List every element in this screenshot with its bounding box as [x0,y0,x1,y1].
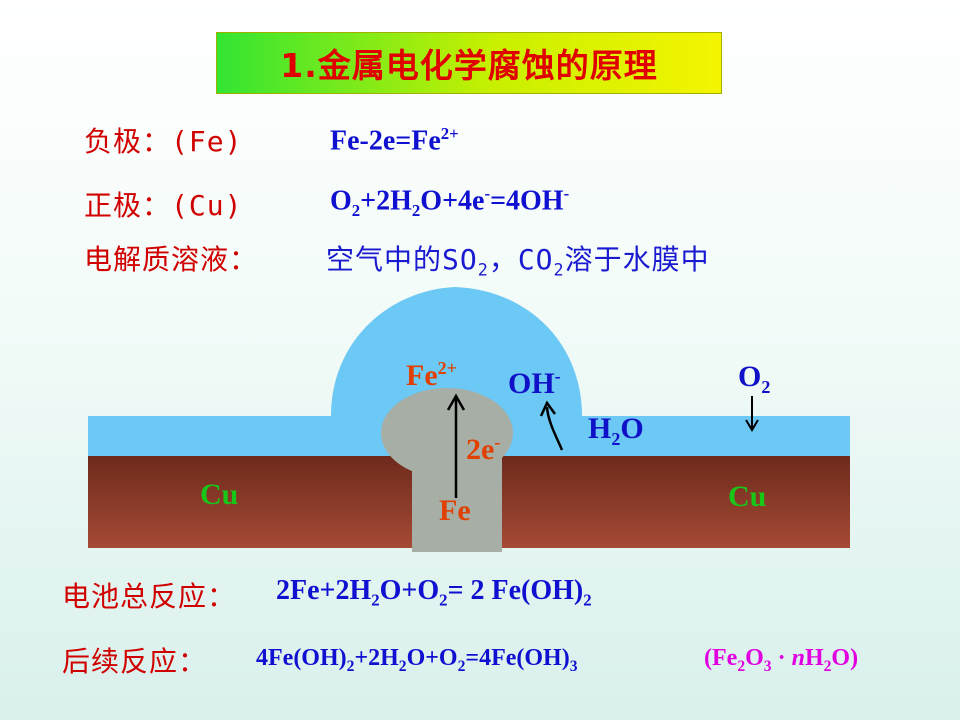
electrolyte-label: 电解质溶液： [84,243,259,276]
copper-left-label: Cu [200,478,239,511]
electron-label: 2e- [466,432,501,466]
electrolyte-description: 空气中的SO2，CO2溶于水膜中 [326,243,710,280]
negative-electrode-equation: Fe-2e=Fe2+ [330,124,459,157]
fe-ion-arrow [446,393,466,498]
negative-electrode-label: 负极：(Fe) [84,125,243,158]
title-banner: 1.金属电化学腐蚀的原理 [216,32,722,94]
page-title: 1.金属电化学腐蚀的原理 [280,46,658,85]
iron-label: Fe [439,494,471,527]
total-reaction-equation: 2Fe+2H2O+O2= 2 Fe(OH)2 [276,575,592,610]
hydroxide-label: OH- [508,366,561,400]
water-label: H2O [588,412,644,449]
positive-electrode-label: 正极：(Cu) [84,189,243,222]
oh-arrow [539,400,564,451]
total-reaction-label: 电池总反应： [62,580,237,613]
o2-arrow [745,396,759,432]
rust-formula-note: (Fe2O3 · nH2O) [704,645,859,675]
positive-electrode-equation: O2+2H2O+4e-=4OH- [330,184,570,220]
fe-ion-label: Fe2+ [406,358,457,392]
follow-reaction-label: 后续反应： [62,645,208,678]
water-droplet [331,287,582,416]
oxygen-label: O2 [738,360,771,397]
follow-reaction-equation: 4Fe(OH)2+2H2O+O2=4Fe(OH)3 [256,645,578,675]
copper-right-label: Cu [728,480,767,513]
